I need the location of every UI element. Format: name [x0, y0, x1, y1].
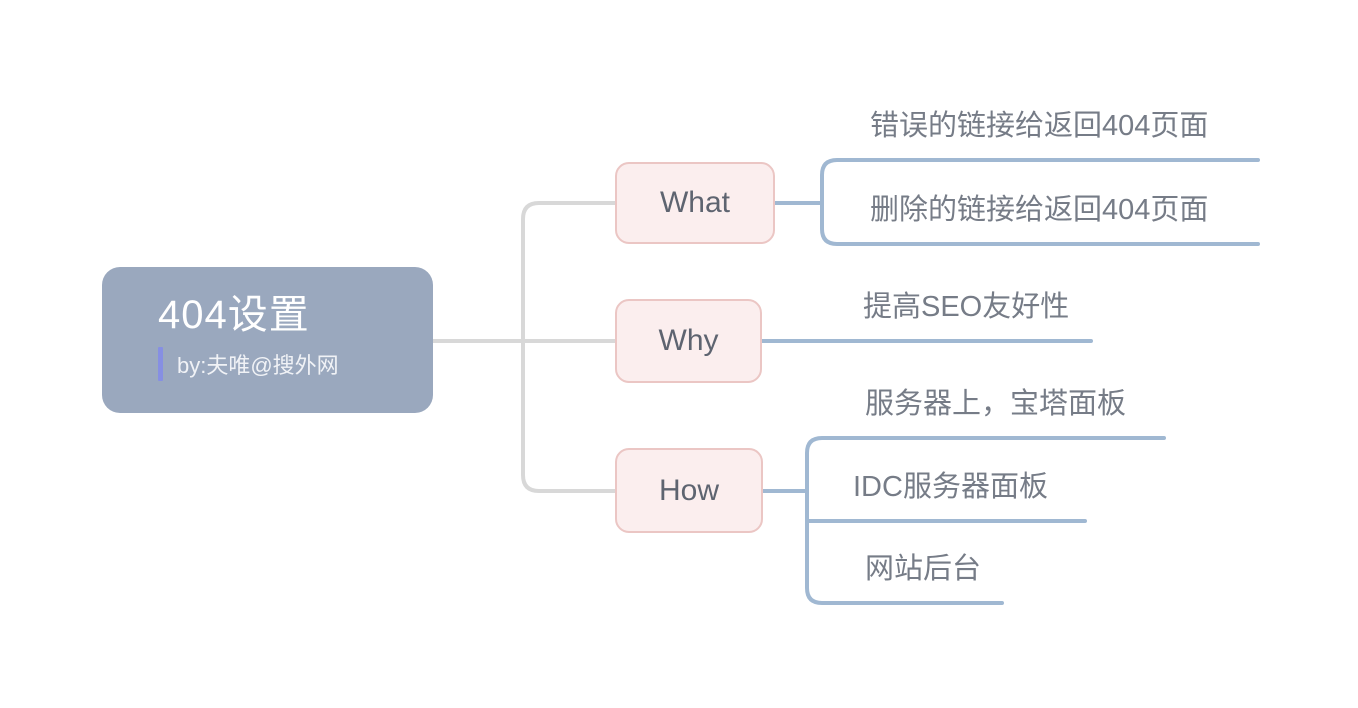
topic-how[interactable]: How	[615, 448, 763, 533]
subtopic-what-1[interactable]: 错误的链接给返回404页面	[870, 110, 1209, 142]
root-byline: by:夫唯@搜外网	[158, 347, 433, 381]
topic-what[interactable]: What	[615, 162, 775, 244]
root-topic[interactable]: 404设置 by:夫唯@搜外网	[102, 267, 433, 413]
root-topic-byline: by:夫唯@搜外网	[177, 353, 339, 378]
subtopic-why-1[interactable]: 提高SEO友好性	[863, 291, 1070, 323]
topic-how-label: How	[658, 473, 719, 507]
subtopic-how-1[interactable]: 服务器上，宝塔面板	[865, 388, 1127, 420]
topic-why[interactable]: Why	[615, 299, 762, 383]
subtopic-how-3[interactable]: 网站后台	[865, 553, 982, 585]
subtopic-how-2[interactable]: IDC服务器面板	[853, 471, 1048, 503]
subtopic-what-2[interactable]: 删除的链接给返回404页面	[870, 194, 1209, 226]
byline-accent-bar	[158, 347, 163, 381]
connector-what-children-bracket	[820, 158, 1260, 246]
root-topic-title: 404设置	[158, 293, 310, 337]
topic-why-label: Why	[658, 324, 719, 357]
connector-root-bracket	[521, 201, 617, 493]
topic-what-label: What	[659, 186, 731, 219]
